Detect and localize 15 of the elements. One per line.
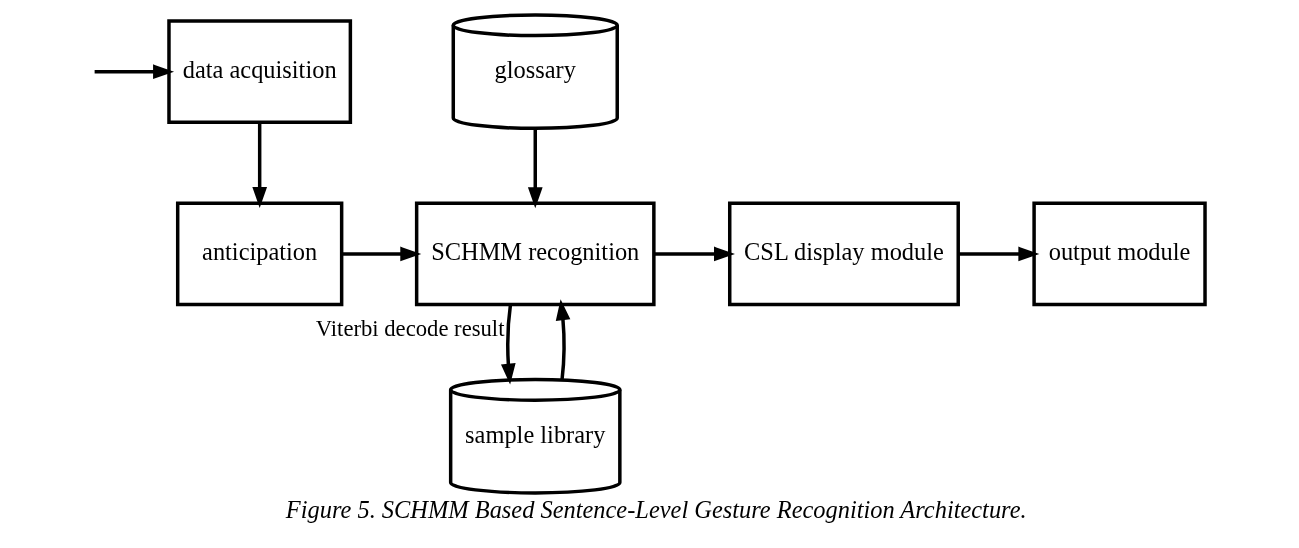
arrow bbox=[654, 246, 735, 262]
node-box: anticipation bbox=[175, 201, 344, 307]
caption: Figure 5. SCHMM Based Sentence-Level Gesture Recognition Architecture. bbox=[285, 495, 1027, 523]
arrow bbox=[342, 246, 422, 262]
node-box: CSL display module bbox=[728, 201, 960, 307]
arrow bbox=[252, 122, 268, 209]
arrow bbox=[958, 246, 1040, 262]
arrow bbox=[500, 304, 516, 385]
node-box: output module bbox=[1032, 201, 1207, 307]
node-box: SCHMM recognition bbox=[414, 201, 656, 307]
node-box: data acquisition bbox=[167, 19, 353, 124]
arrow bbox=[555, 299, 571, 380]
arrow bbox=[94, 64, 175, 80]
arrow bbox=[527, 128, 543, 209]
edge-label: Viterbi decode result bbox=[315, 315, 505, 341]
